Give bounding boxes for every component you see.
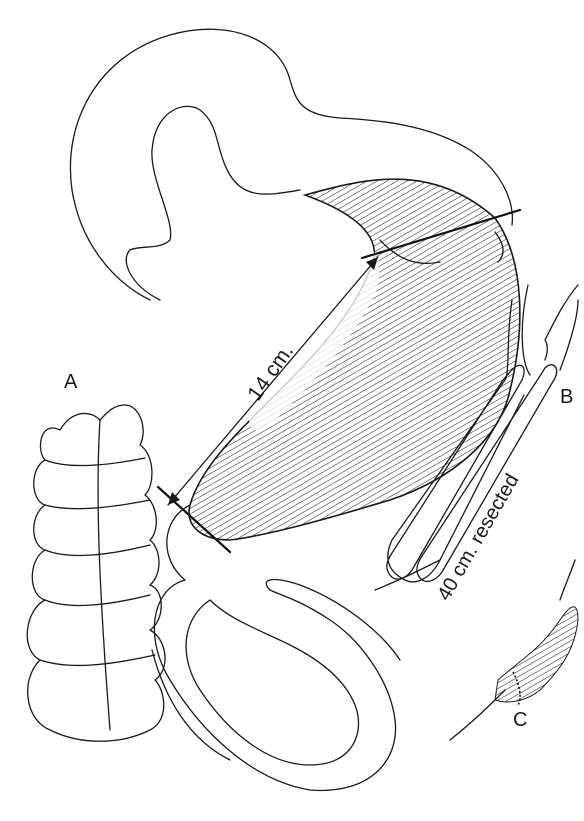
label-a: A	[64, 371, 78, 393]
stomach-inner-outline	[126, 106, 300, 300]
label-c: C	[513, 709, 527, 731]
resected-loop-ends	[545, 285, 578, 370]
small-bowel-loop-inner	[186, 600, 358, 765]
small-bowel-loop	[154, 505, 400, 790]
detail-c-segment	[495, 607, 578, 702]
label-b: B	[560, 386, 573, 408]
resection-label: 40 cm. resected	[433, 470, 523, 604]
colon	[27, 405, 165, 741]
